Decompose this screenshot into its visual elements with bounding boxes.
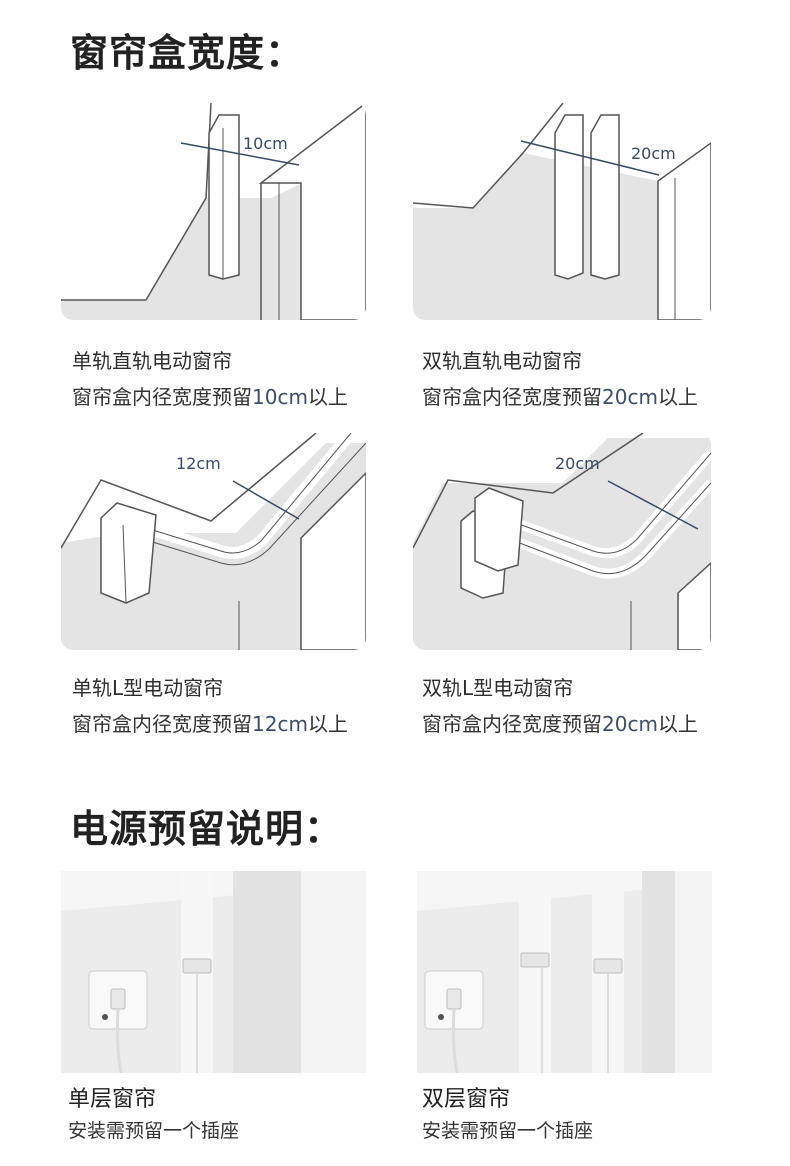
- single-l-rail-drawing: 12cm: [61, 433, 366, 650]
- double-layer-illustration: [417, 871, 712, 1073]
- card-title: 双轨直轨电动窗帘: [422, 349, 582, 373]
- single-layer-illustration: [61, 871, 366, 1073]
- single-straight-rail-drawing: 10cm: [61, 103, 366, 320]
- dimension-label: 12cm: [176, 454, 221, 473]
- dimension-label: 10cm: [243, 134, 288, 153]
- card-description: 窗帘盒内径宽度预留12cm以上: [72, 712, 348, 736]
- double-straight-rail-diagram: 20cm: [413, 103, 711, 320]
- card-description: 窗帘盒内径宽度预留10cm以上: [72, 385, 348, 409]
- dimension-label: 20cm: [631, 144, 676, 163]
- double-layer-outlet-photo: [417, 871, 712, 1073]
- card-description: 窗帘盒内径宽度预留20cm以上: [422, 385, 698, 409]
- single-layer-outlet-photo: [61, 871, 366, 1073]
- power-card-title: 双层窗帘: [422, 1087, 511, 1112]
- double-straight-rail-drawing: 20cm: [413, 103, 711, 320]
- card-description: 窗帘盒内径宽度预留20cm以上: [422, 712, 698, 736]
- dimension-label: 20cm: [555, 454, 600, 473]
- card-title: 单轨直轨电动窗帘: [72, 349, 232, 373]
- section-title-curtain-box-width: 窗帘盒宽度：: [70, 31, 305, 75]
- power-card-description: 安装需预留一个插座: [68, 1120, 240, 1142]
- power-card-description: 安装需预留一个插座: [422, 1120, 594, 1142]
- double-l-rail-diagram: 20cm: [413, 433, 711, 650]
- section-title-power-reservation: 电源预留说明：: [70, 807, 344, 851]
- power-card-title: 单层窗帘: [68, 1087, 157, 1112]
- double-l-rail-drawing: 20cm: [413, 433, 711, 650]
- single-straight-rail-diagram: 10cm: [61, 103, 366, 320]
- single-l-rail-diagram: 12cm: [61, 433, 366, 650]
- card-title: 双轨L型电动窗帘: [422, 676, 574, 700]
- card-title: 单轨L型电动窗帘: [72, 676, 224, 700]
